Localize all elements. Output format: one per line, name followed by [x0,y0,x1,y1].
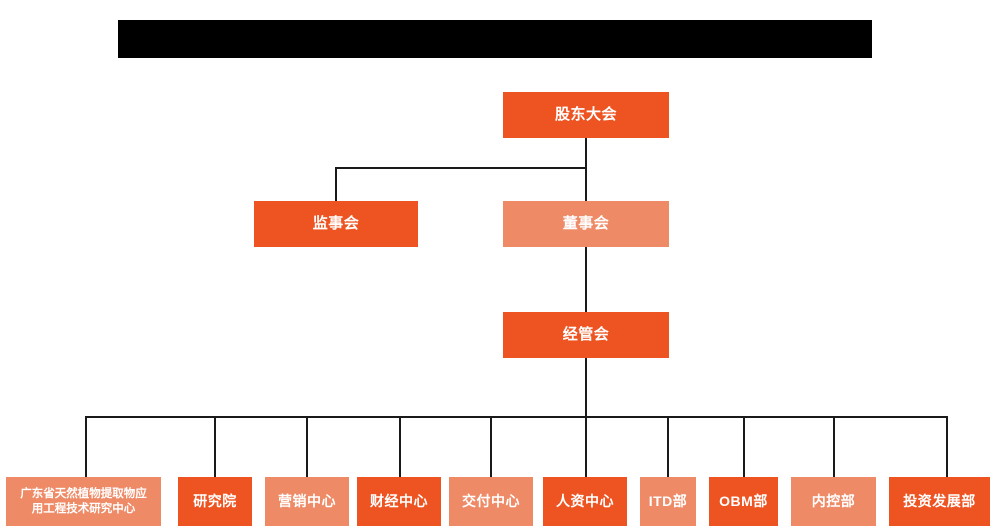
node-institute[interactable]: 研究院 [178,477,252,526]
node-management-committee[interactable]: 经管会 [503,312,669,358]
node-investment-development-dept[interactable]: 投资发展部 [889,477,990,526]
connector-drop-research-center [85,416,87,477]
connector-level2-bus [335,167,587,169]
node-internal-control-dept[interactable]: 内控部 [791,477,876,526]
connector-drop-institute [214,416,216,477]
node-board-of-supervisors[interactable]: 监事会 [254,201,418,247]
connector-drop-hr-center [585,416,587,477]
connector-drop-directors [585,167,587,201]
node-marketing-center[interactable]: 营销中心 [265,477,349,526]
connector-drop-investment-dev-dept [946,416,948,477]
node-board-of-directors[interactable]: 董事会 [503,201,669,247]
connector-drop-finance-center [399,416,401,477]
connector-drop-itd-dept [667,416,669,477]
connector-directors-to-management [585,247,587,312]
connector-drop-obm-dept [743,416,745,477]
node-itd-dept[interactable]: ITD部 [640,477,696,526]
connector-drop-delivery-center [490,416,492,477]
node-obm-dept[interactable]: OBM部 [709,477,778,526]
connector-drop-supervisors [335,167,337,201]
connector-shareholders-stem [585,138,587,168]
connector-management-stem [585,358,587,417]
connector-drop-marketing-center [306,416,308,477]
redacted-title-bar [118,20,872,58]
node-delivery-center[interactable]: 交付中心 [449,477,533,526]
node-shareholders-meeting[interactable]: 股东大会 [503,92,669,138]
node-hr-center[interactable]: 人资中心 [543,477,627,526]
connector-drop-internal-control-dept [833,416,835,477]
node-finance-center[interactable]: 财经中心 [357,477,441,526]
node-guangdong-research-center[interactable]: 广东省天然植物提取物应 用工程技术研究中心 [6,477,161,526]
connector-leaf-bus [85,416,948,418]
